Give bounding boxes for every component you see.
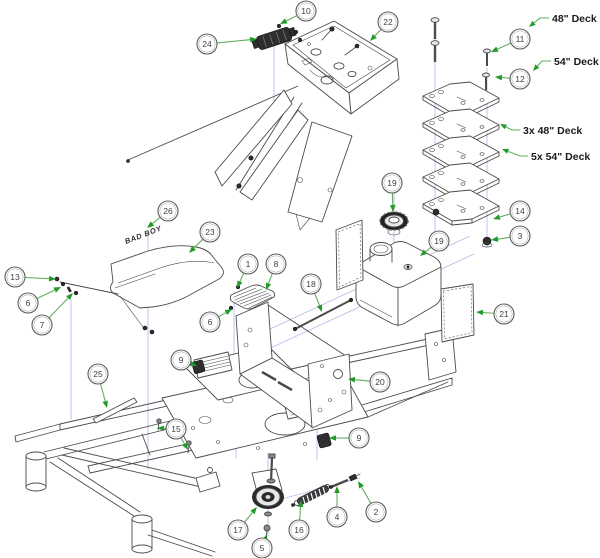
fuel-tank-part: [355, 241, 442, 327]
callout-number: 10: [301, 6, 311, 16]
callout-19: 19: [420, 230, 450, 256]
callout-11: 11: [491, 28, 531, 52]
callout-25: 25: [87, 363, 109, 408]
link-rod-part: [92, 397, 138, 424]
callout-number: 9: [179, 355, 184, 365]
callout-number: 13: [10, 272, 20, 282]
fender-panel-part: [110, 245, 224, 335]
deck-mount-bolts-part: [429, 16, 493, 248]
deck-label: 54" Deck: [533, 56, 599, 71]
seat-bracket-part: [235, 301, 353, 429]
callout-5: 5: [251, 534, 273, 558]
spring-rod-part: [329, 478, 349, 489]
flange-nut: [432, 208, 440, 216]
callout-number: 16: [294, 525, 304, 535]
callout-20: 20: [348, 371, 391, 393]
callout-21: 21: [476, 303, 515, 325]
tank-gasket-left-part: [335, 219, 364, 291]
callout-6: 6: [17, 287, 61, 314]
deck-label-text: 5x 54" Deck: [531, 151, 590, 163]
deck-label: 5x 54" Deck: [502, 148, 590, 163]
callout-number: 21: [499, 309, 509, 319]
callout-23: 23: [189, 221, 221, 253]
callout-18: 18: [300, 273, 323, 312]
tension-spring-part: [291, 484, 330, 507]
deck-label-text: 54" Deck: [554, 56, 599, 68]
callout-number: 6: [208, 317, 213, 327]
callout-number: 26: [163, 206, 173, 216]
console-screw: [276, 23, 281, 28]
frame-bolts-part: [156, 418, 192, 454]
callout-10: 10: [280, 0, 317, 24]
hinge-hardware-part: [54, 276, 119, 296]
callout-number: 3: [518, 231, 523, 241]
callout-number: 17: [233, 525, 243, 535]
callout-number: 1: [246, 259, 251, 269]
callout-9: 9: [329, 427, 370, 449]
callout-7: 7: [31, 293, 73, 336]
callout-12: 12: [495, 68, 531, 90]
callout-24: 24: [196, 33, 257, 55]
callout-number: 11: [516, 34, 525, 44]
callout-number: 9: [357, 433, 362, 443]
callout-4: 4: [326, 486, 348, 528]
callout-26: 26: [147, 200, 179, 228]
callout-number: 24: [202, 39, 212, 49]
deck-label-text: 3x 48" Deck: [523, 125, 582, 137]
callout-1: 1: [237, 253, 259, 288]
callout-number: 4: [335, 512, 340, 522]
lift-rod-part: [292, 297, 354, 332]
callout-number: 19: [434, 236, 444, 246]
callout-8: 8: [265, 253, 287, 290]
callout-13: 13: [4, 266, 56, 288]
callout-number: 19: [387, 178, 397, 188]
callout-9: 9: [170, 349, 197, 371]
deck-label-text: 48" Deck: [552, 13, 597, 25]
callout-number: 18: [306, 279, 316, 289]
callout-22: 22: [370, 11, 399, 41]
callout-number: 2: [374, 507, 379, 517]
fuel-cap-part: [379, 211, 409, 236]
callout-number: 6: [26, 298, 31, 308]
callout-16: 16: [288, 500, 310, 541]
control-module-part: [251, 23, 302, 50]
callout-14: 14: [493, 200, 531, 222]
rubber-mount-parts: [191, 359, 332, 449]
callout-19: 19: [381, 172, 403, 212]
rod-end-part: [348, 473, 361, 482]
pulley-bolt-part: [263, 524, 271, 539]
tank-gasket-right-part: [440, 283, 475, 343]
callout-number: 7: [40, 320, 45, 330]
callout-6: 6: [199, 309, 232, 333]
callout-number: 12: [515, 74, 525, 84]
console-assembly-part: [126, 20, 400, 231]
callout-number: 8: [274, 259, 279, 269]
callout-number: 20: [375, 377, 385, 387]
callout-15: 15: [157, 418, 188, 450]
callout-number: 23: [205, 227, 215, 237]
callout-number: 22: [383, 17, 393, 27]
deck-label: 3x 48" Deck: [500, 124, 582, 137]
callout-2: 2: [358, 481, 387, 523]
callout-number: 25: [93, 369, 103, 379]
callout-number: 5: [260, 543, 265, 553]
callout-3: 3: [491, 225, 531, 247]
callout-number: 15: [171, 424, 181, 434]
callout-number: 14: [515, 206, 525, 216]
deck-label: 48" Deck: [529, 13, 597, 27]
idler-pulley-part: [251, 453, 284, 517]
callout-17: 17: [227, 507, 257, 541]
